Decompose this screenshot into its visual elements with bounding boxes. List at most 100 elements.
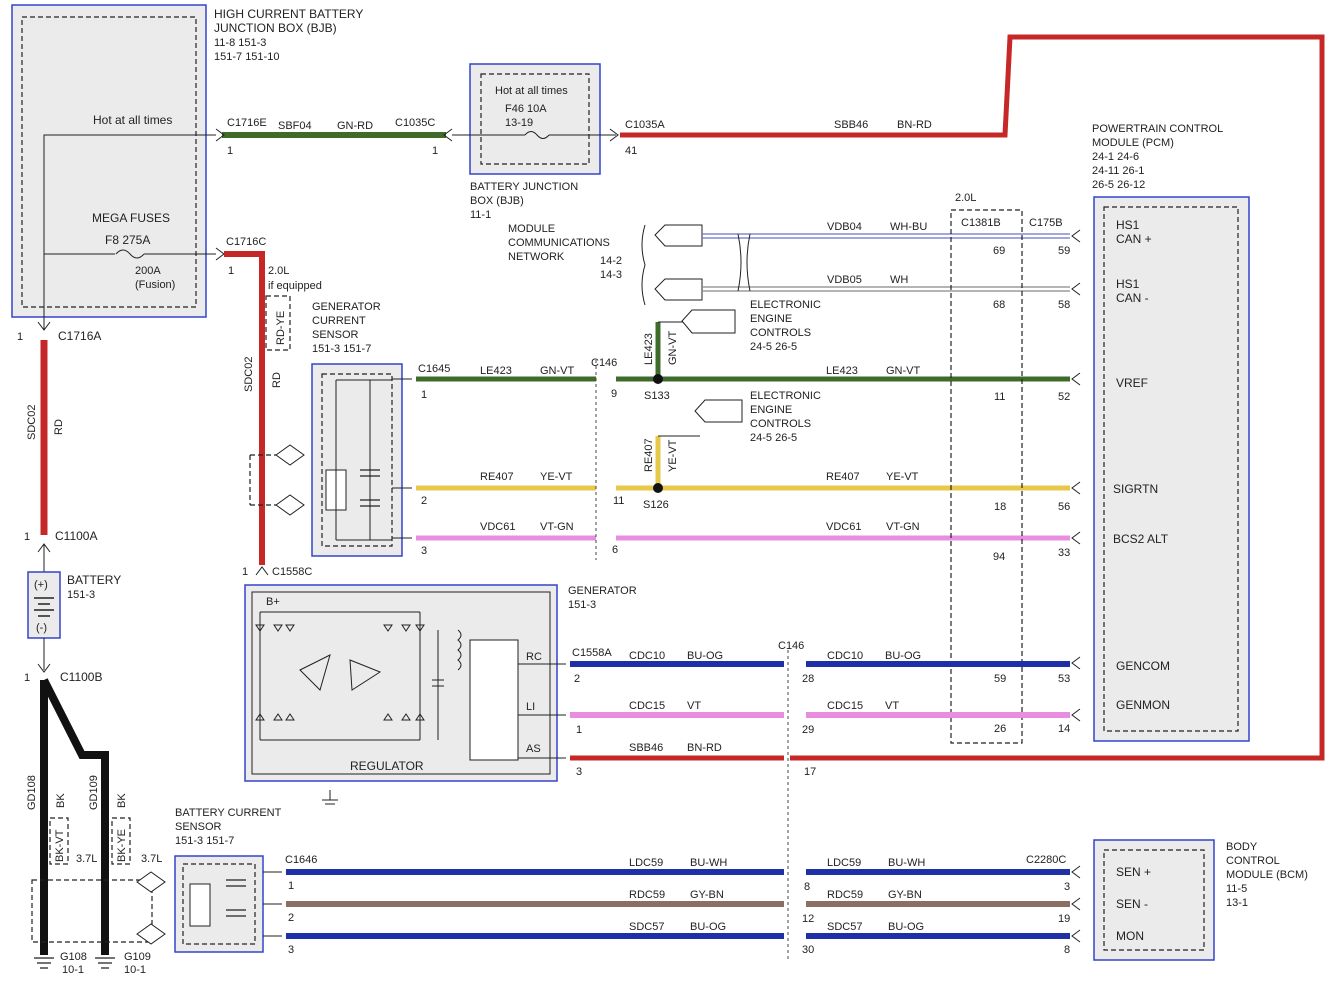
c1381b-pin-11: 11 [994, 391, 1005, 403]
s126-label: S126 [643, 499, 669, 511]
ldc59-right-color: BU-WH [888, 857, 925, 869]
le423-vert-color: GN-VT [667, 331, 679, 366]
c146-pin-9: 9 [611, 388, 617, 400]
vdc61-right-circuit: VDC61 [826, 521, 861, 533]
pin-c1100b: 1 [24, 672, 30, 684]
bcm-ref-1: 11-5 [1226, 883, 1247, 895]
wire-sbb46-top [620, 34, 1325, 761]
c1716e-label: C1716E [227, 117, 267, 129]
pcm-gencom: GENCOM [1116, 659, 1170, 673]
gen-pin-3: 3 [576, 766, 582, 778]
generator-regulator: REGULATOR [350, 759, 424, 773]
generator-bplus: B+ [266, 596, 280, 608]
eec-connector-icon [681, 309, 736, 334]
c146-pin-6: 6 [612, 544, 618, 556]
bjb2-ref: 11-1 [470, 209, 491, 221]
bkvt-label: BK-VT [54, 829, 66, 862]
pin-c1100a: 1 [24, 531, 30, 543]
bcm-title-1: BODY [1226, 841, 1258, 853]
gcs-pin-3: 3 [421, 545, 427, 557]
vdb04-circuit: VDB04 [827, 221, 862, 233]
c2280c-label: C2280C [1026, 854, 1066, 866]
rdc59-right-color: GY-BN [888, 889, 922, 901]
len-3-7l-2: 3.7L [141, 853, 162, 865]
rdc59-color: GY-BN [690, 889, 724, 901]
sensor-diamond-icon [136, 923, 166, 945]
gcs-pin-2: 2 [421, 495, 427, 507]
gen-pin-2: 2 [574, 673, 580, 685]
bjb-title-2: JUNCTION BOX (BJB) [214, 21, 337, 35]
c146-pin-12: 12 [802, 913, 814, 925]
cdc15-color: VT [687, 700, 701, 712]
c1558c-label: C1558C [272, 566, 312, 578]
vdb05-color: WH [890, 274, 908, 286]
wire-sdc02-left-color: RD [53, 419, 65, 435]
eec1-title-3: CONTROLS [750, 327, 811, 339]
sbb46-top-color: BN-RD [897, 119, 932, 131]
pcm-can-plus: CAN + [1116, 232, 1152, 246]
re407-color: YE-VT [540, 471, 573, 483]
eec-connector-icon [694, 399, 743, 423]
bjb-fuse-label: F8 275A [105, 233, 150, 247]
c1100a-label: C1100A [55, 529, 97, 543]
sbf04-color: GN-RD [337, 120, 373, 132]
vdb04-color: WH-BU [890, 221, 927, 233]
pcm-can-minus: CAN - [1116, 291, 1149, 305]
c1381b-engine: 2.0L [955, 192, 976, 204]
c1035c-label: C1035C [395, 117, 435, 129]
bjb2-fuse: F46 10A [505, 103, 547, 115]
c1381b-pin-68: 68 [993, 299, 1005, 311]
re407-right-circuit: RE407 [826, 471, 860, 483]
cdc10-color: BU-OG [687, 650, 723, 662]
bcs-pin-2: 2 [288, 912, 294, 924]
bjb-ref-1: 11-8 151-3 [214, 37, 266, 49]
c1100b-label: C1100B [60, 670, 102, 684]
c1716a-label: C1716A [58, 329, 101, 343]
pin-c1716e: 1 [227, 145, 233, 157]
sensor-diamond-icon [275, 494, 305, 516]
c146-pin-11: 11 [613, 495, 624, 507]
rd-ye-label: RD-YE [275, 311, 287, 345]
pcm-title-2: MODULE (PCM) [1092, 137, 1174, 149]
pcm-hs1-b: HS1 [1116, 277, 1140, 291]
can-wires: VDB04 WH-BU VDB05 WH 69 59 68 58 [702, 221, 1070, 311]
s133-label: S133 [644, 390, 670, 402]
pcm-pin-56: 56 [1058, 501, 1070, 513]
bcm-ref-2: 13-1 [1226, 897, 1248, 909]
bcs-sensor-icon [189, 883, 211, 927]
re407-vert-color: YE-VT [667, 439, 679, 472]
pcm-ref-3: 26-5 26-12 [1092, 179, 1145, 191]
rdc59-circuit: RDC59 [629, 889, 665, 901]
battery-plus: (+) [34, 579, 48, 591]
ground-icon [322, 790, 338, 805]
bjb-box [11, 4, 207, 318]
c1381b-pin-26: 26 [994, 723, 1006, 735]
bjb-alt-2: (Fusion) [135, 279, 175, 291]
pcm-ref-2: 24-11 26-1 [1092, 165, 1144, 177]
c146-top-label: C146 [591, 357, 617, 369]
gcs-title-3: SENSOR [312, 329, 359, 341]
bjb-ref-2: 151-7 151-10 [214, 51, 279, 63]
c146-pin-17: 17 [804, 766, 816, 778]
gcs-ref: 151-3 151-7 [312, 343, 371, 355]
connector-arrow-icon [37, 321, 51, 331]
bcs-title-2: SENSOR [175, 821, 222, 833]
opt-if-equipped: if equipped [268, 280, 322, 292]
pin-c1716a: 1 [17, 331, 23, 343]
eec1-title-2: ENGINE [750, 313, 792, 325]
bjb2-title-2: BOX (BJB) [470, 195, 524, 207]
bcm-title-2: CONTROL [1226, 855, 1280, 867]
cdc10-circuit: CDC10 [629, 650, 665, 662]
bcs-pin-1: 1 [288, 880, 294, 892]
gcs-wire-2: 2 RE407 YE-VT 11 S126 RE407 YE-VT RE407 … [392, 436, 1070, 513]
battery-title: BATTERY [67, 573, 121, 587]
bcm-box [1093, 839, 1215, 961]
gcs-wire-3: 3 VDC61 VT-GN 6 VDC61 VT-GN 94 33 [392, 521, 1070, 563]
sdc02-gen-color: RD [271, 372, 283, 388]
eec2-title-3: CONTROLS [750, 418, 811, 430]
gd109-label: GD109 [88, 775, 100, 810]
bjb-mega-label: MEGA FUSES [92, 211, 170, 225]
fuse-f46-icon [524, 131, 550, 139]
pin-c1716c: 1 [228, 265, 234, 277]
pcm-vref: VREF [1116, 376, 1148, 390]
